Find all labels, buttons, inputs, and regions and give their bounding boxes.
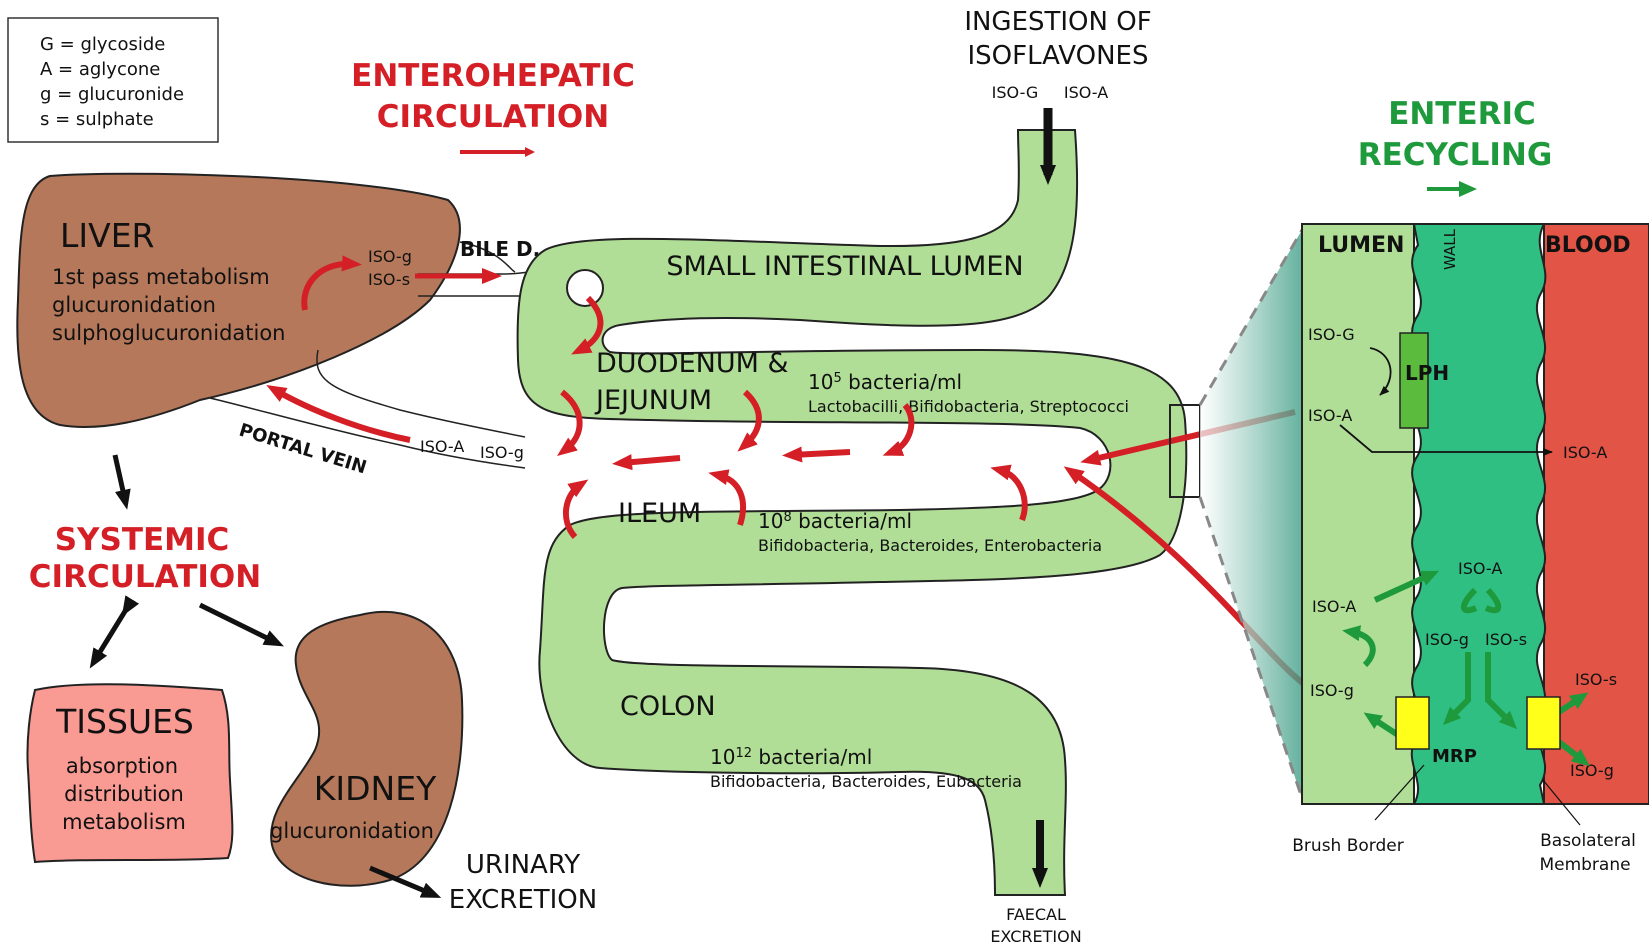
- systemic-tissue-arrow: [95, 608, 127, 660]
- ileum-bacteria-count: 108 bacteria/ml: [758, 509, 912, 533]
- basolateral-label-line1: Basolateral: [1540, 831, 1636, 851]
- ingestion-heading-line1: INGESTION OF: [964, 7, 1151, 37]
- legend-line-glycoside: G = glycoside: [40, 34, 165, 55]
- ingestion-iso-A: ISO-A: [1064, 83, 1108, 102]
- legend-box: G = glycoside A = aglycone g = glucuroni…: [8, 18, 218, 142]
- wall-iso-s: ISO-s: [1485, 630, 1527, 649]
- kidney-shape: [271, 612, 462, 886]
- mrp-label: MRP: [1432, 746, 1477, 767]
- dashed-red-arrow: [792, 452, 850, 455]
- wall-iso-g: ISO-g: [1425, 630, 1469, 649]
- liver-line-2: glucuronidation: [52, 293, 216, 317]
- tissues-line-2: distribution: [64, 782, 184, 806]
- lumen-iso-G: ISO-G: [1308, 325, 1355, 344]
- ingestion-heading-line2: ISOFLAVONES: [968, 41, 1149, 71]
- small-intestinal-lumen-label: SMALL INTESTINAL LUMEN: [666, 251, 1023, 282]
- wall-iso-A: ISO-A: [1458, 559, 1502, 578]
- lumen-iso-A-top: ISO-A: [1308, 406, 1352, 425]
- kidney-line: glucuronidation: [270, 819, 434, 843]
- enterohepatic-heading-line1: ENTEROHEPATIC: [351, 58, 635, 94]
- enteric-heading-line1: ENTERIC: [1388, 96, 1536, 132]
- bile-duct-label: BILE D.: [460, 237, 540, 261]
- blood-iso-s: ISO-s: [1575, 670, 1617, 689]
- basolateral-label-line2: Membrane: [1539, 855, 1630, 875]
- liver-product-iso-s: ISO-s: [368, 270, 410, 289]
- duodenum-title-line1: DUODENUM &: [596, 348, 789, 379]
- duodenum-title-line2: JEJUNUM: [594, 385, 712, 416]
- bile-duct-opening: [567, 270, 603, 306]
- colon-bacteria-count: 1012 bacteria/ml: [710, 745, 872, 769]
- lumen-iso-A-bottom: ISO-A: [1312, 597, 1356, 616]
- faecal-excretion-line2: EXCRETION: [990, 927, 1081, 945]
- legend-line-sulphate: s = sulphate: [40, 109, 154, 130]
- systemic-kidney-arrow: [200, 605, 275, 642]
- kidney-title: KIDNEY: [314, 769, 437, 808]
- duodenum-bacteria-count: 105 bacteria/ml: [808, 370, 962, 394]
- blood-iso-g: ISO-g: [1570, 761, 1614, 780]
- mrp-transporter-basolateral: [1527, 697, 1560, 749]
- faecal-excretion-line1: FAECAL: [1006, 905, 1066, 924]
- enterohepatic-heading-line2: CIRCULATION: [377, 99, 609, 135]
- enteric-heading-line2: RECYCLING: [1358, 137, 1553, 173]
- liver-line-1: 1st pass metabolism: [52, 265, 270, 289]
- portal-vein-iso-g: ISO-g: [480, 443, 524, 462]
- portal-return-arrow: [275, 390, 410, 440]
- tissues-title: TISSUES: [55, 702, 194, 741]
- mrp-transporter-apical: [1396, 697, 1429, 749]
- enterocyte-wall: [1412, 224, 1546, 804]
- ingestion-iso-G: ISO-G: [992, 83, 1039, 102]
- colon-title: COLON: [620, 691, 716, 722]
- urinary-excretion-line1: URINARY: [466, 850, 580, 880]
- colon-bacteria-list: Bifidobacteria, Bacteroides, Eubacteria: [710, 772, 1022, 791]
- legend-line-aglycone: A = aglycone: [40, 59, 160, 80]
- portal-vein-label: PORTAL VEIN: [237, 420, 369, 479]
- tissues-line-1: absorption: [66, 754, 178, 778]
- lumen-iso-g: ISO-g: [1310, 681, 1354, 700]
- tissues-line-3: metabolism: [62, 810, 186, 834]
- urinary-excretion-line2: EXCRETION: [449, 885, 597, 915]
- lph-label: LPH: [1405, 361, 1449, 385]
- portal-vein-iso-A: ISO-A: [420, 437, 464, 456]
- brush-border-label: Brush Border: [1292, 836, 1403, 856]
- wall-label: WALL: [1441, 228, 1459, 270]
- duodenum-bacteria-list: Lactobacilli, Bifidobacteria, Streptococ…: [808, 397, 1129, 416]
- liver-product-iso-g: ISO-g: [368, 247, 412, 266]
- liver-line-3: sulphoglucuronidation: [52, 321, 286, 345]
- ileum-title: ILEUM: [618, 498, 701, 529]
- dashed-red-arrow: [622, 458, 680, 463]
- ileum-bacteria-list: Bifidobacteria, Bacteroides, Enterobacte…: [758, 536, 1102, 555]
- systemic-heading-line2: CIRCULATION: [29, 559, 261, 595]
- legend-line-glucuronide: g = glucuronide: [40, 84, 184, 105]
- systemic-heading-line1: SYSTEMIC: [55, 522, 230, 558]
- liver-title: LIVER: [60, 216, 154, 255]
- blood-iso-A: ISO-A: [1563, 443, 1607, 462]
- lumen-label: LUMEN: [1318, 233, 1404, 258]
- blood-label: BLOOD: [1545, 233, 1631, 258]
- liver-to-systemic-arrow: [115, 455, 125, 500]
- enterocyte-panel: LUMEN WALL BLOOD LPH ISO-G ISO-A ISO-A I…: [1292, 224, 1649, 875]
